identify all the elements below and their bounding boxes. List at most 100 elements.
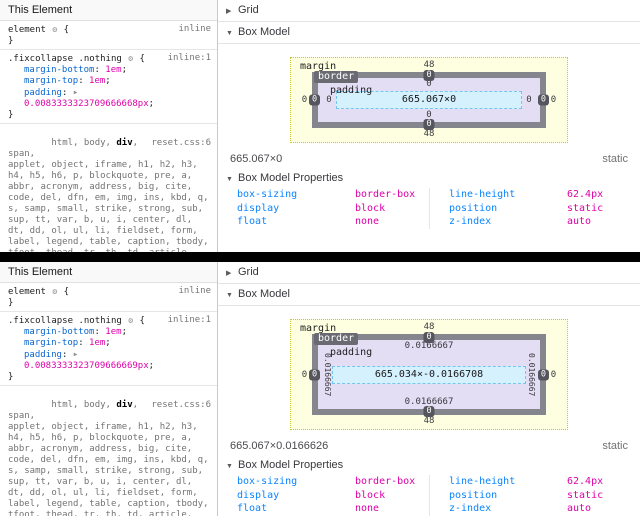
property-name[interactable]: margin-top [24,76,79,86]
rule-selector[interactable]: element [8,25,46,35]
content-box-dimensions[interactable]: 665.034×-0.0166708 [332,365,526,384]
padding-bottom-value[interactable]: 0.0166667 [404,397,454,408]
css-declaration[interactable]: margin-top: 1em; [24,76,111,86]
rule-origin-link[interactable]: inline [178,286,211,296]
property-name[interactable]: margin-top [24,338,79,348]
boxmodel-properties-header[interactable]: ▼Box Model Properties [218,452,640,475]
property-value[interactable]: 1em [105,327,122,337]
property-name[interactable]: z-index [449,503,492,515]
property-name[interactable]: position [449,489,498,501]
property-value[interactable]: 1em [89,338,106,348]
property-name[interactable]: display [237,202,280,214]
padding-bottom-value[interactable]: 0 [426,110,432,120]
grid-section-header[interactable]: ▶Grid [218,0,640,22]
property-name[interactable]: z-index [449,216,492,227]
property-name[interactable]: margin-bottom [24,65,95,75]
gear-icon[interactable]: ⚙ [128,316,134,325]
property-name[interactable]: float [237,216,268,227]
border-bottom-value[interactable]: 0 [423,119,435,130]
property-name[interactable]: margin-bottom [24,327,95,337]
border-left-value[interactable]: 0 [309,369,321,381]
css-declaration-padding[interactable]: padding: ▶ 0.0083333323709666669px; [24,350,155,371]
padding-top-value[interactable]: 0 [426,79,432,89]
padding-top-value[interactable]: 0.0166667 [404,341,454,351]
rule-selector[interactable]: element [8,287,46,297]
property-name[interactable]: padding [24,350,62,360]
margin-left-value[interactable]: 0 [301,369,308,380]
padding-region-label: padding [330,85,373,96]
property-value[interactable]: border-box [355,189,416,200]
grid-section-header[interactable]: ▶Grid [218,262,640,284]
border-top-value[interactable]: 0 [423,70,435,81]
property-value[interactable]: auto [567,503,592,515]
selector-text[interactable]: , span, [8,400,139,421]
property-value[interactable]: 0.0083333323709666668px [24,99,149,109]
value-expander-icon[interactable]: ▶ [73,89,78,96]
border-left-value[interactable]: 0 [309,94,321,106]
rule-origin-link[interactable]: inline:1 [167,53,211,63]
gear-icon[interactable]: ⚙ [128,54,134,63]
property-value[interactable]: block [355,489,386,501]
property-name[interactable]: line-height [449,189,516,200]
property-name[interactable]: position [449,202,498,214]
css-declaration[interactable]: margin-bottom: 1em; [24,327,127,337]
property-value[interactable]: block [355,202,386,214]
rule-origin-link[interactable]: inline:1 [167,315,211,325]
margin-right-value[interactable]: 0 [550,95,557,105]
css-declaration[interactable]: margin-bottom: 1em; [24,65,127,75]
selector-text[interactable]: html, body, [51,400,117,410]
padding-left-value[interactable]: 0 [326,95,332,105]
property-value[interactable]: none [355,503,380,515]
margin-left-value[interactable]: 0 [301,95,308,105]
property-value[interactable]: border-box [355,476,416,488]
boxmodel-diagram: margin 48 0 border 0 0 0 0 padding 0.016… [290,319,568,431]
gear-icon[interactable]: ⚙ [52,25,58,34]
border-top-value[interactable]: 0 [423,332,435,343]
margin-right-value[interactable]: 0 [550,369,557,380]
border-right-value[interactable]: 0 [537,94,549,106]
margin-bottom-value[interactable]: 48 [423,129,435,139]
stylesheet-link[interactable]: reset.css:6 [151,138,211,148]
selector-text[interactable]: , span, [8,138,139,159]
css-declaration[interactable]: margin-top: 1em; [24,338,111,348]
padding-right-value[interactable]: 0.0166667 [527,353,536,397]
selector-text[interactable]: applet, object, iframe, h1, h2, h3, h4, … [8,422,209,516]
rule-selector[interactable]: .fixcollapse .nothing [8,54,122,64]
property-value[interactable]: 0.0083333323709666669px [24,361,149,371]
property-name[interactable]: padding [24,88,62,98]
property-name[interactable]: line-height [449,476,516,488]
border-right-value[interactable]: 0 [537,369,549,381]
property-value[interactable]: none [355,216,380,227]
boxmodel-section-header[interactable]: ▼Box Model [218,284,640,306]
boxmodel-properties-header[interactable]: ▼Box Model Properties [218,165,640,188]
property-value[interactable]: 1em [105,65,122,75]
property-value[interactable]: 62.4px [567,476,604,488]
boxmodel-section-header[interactable]: ▼Box Model [218,22,640,44]
content-box-dimensions[interactable]: 665.067×0 [336,91,522,109]
selector-text[interactable]: applet, object, iframe, h1, h2, h3, h4, … [8,160,209,252]
matched-selector[interactable]: div [116,400,133,410]
stylesheet-link[interactable]: reset.css:6 [151,400,211,410]
property-value[interactable]: static [567,202,604,214]
property-name[interactable]: box-sizing [237,476,298,488]
css-declaration-padding[interactable]: padding: ▶ 0.0083333323709666668px; [24,88,155,109]
border-bottom-value[interactable]: 0 [423,406,435,418]
selector-text[interactable]: html, body, [51,138,117,148]
rule-selector[interactable]: .fixcollapse .nothing [8,316,122,326]
property-value[interactable]: 1em [89,76,106,86]
property-name[interactable]: box-sizing [237,189,298,200]
rule-origin-link[interactable]: inline [178,24,211,34]
property-name[interactable]: display [237,489,280,501]
property-value[interactable]: 62.4px [567,189,604,200]
matched-selector[interactable]: div [116,138,133,148]
property-name[interactable]: float [237,503,268,515]
padding-left-value[interactable]: 0.0166667 [323,353,332,397]
margin-top-value[interactable]: 48 [423,322,435,332]
property-value[interactable]: static [567,489,604,501]
property-value[interactable]: auto [567,216,592,227]
value-expander-icon[interactable]: ▶ [73,351,78,358]
gear-icon[interactable]: ⚙ [52,287,58,296]
margin-top-value[interactable]: 48 [423,60,435,70]
padding-right-value[interactable]: 0 [526,95,532,105]
margin-bottom-value[interactable]: 48 [423,416,435,427]
